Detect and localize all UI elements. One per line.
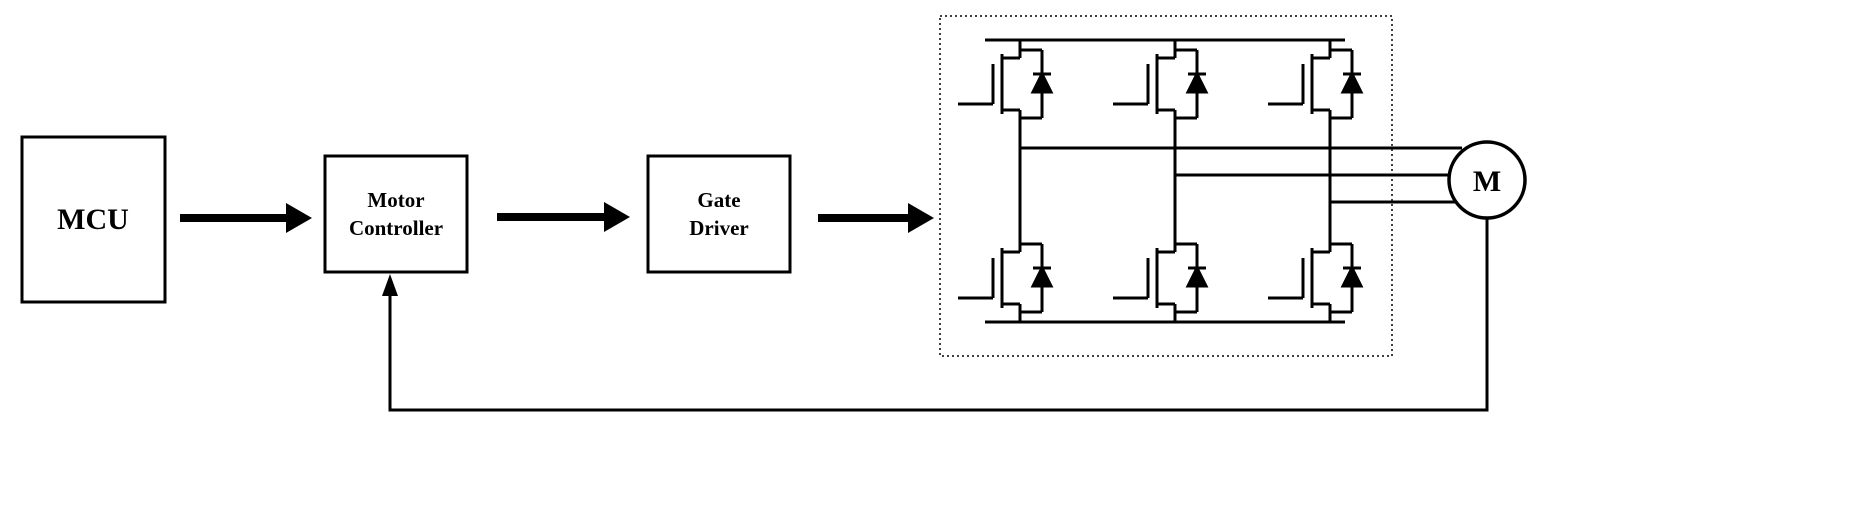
motor-controller-box <box>323 154 469 274</box>
motor-label: M <box>1473 165 1501 198</box>
mosfet-high-phase3-icon <box>1266 38 1363 130</box>
mcu-box <box>20 135 167 304</box>
mosfet-low-phase1-icon <box>956 232 1053 324</box>
mosfet-low-phase3-icon <box>1266 232 1363 324</box>
gate-driver-box <box>646 154 792 274</box>
mosfet-high-phase2-icon <box>1111 38 1208 130</box>
gate-driver-label-line2: Driver <box>689 216 748 240</box>
mosfet-low-phase2-icon <box>1111 232 1208 324</box>
feedback-arrow-motor-to-controller <box>382 218 1489 412</box>
arrow-controller-to-gatedriver <box>497 202 630 232</box>
arrow-mcu-to-controller <box>180 203 312 233</box>
motor-controller-label-line2: Controller <box>349 216 443 240</box>
motor-controller-label-line1: Motor <box>367 188 424 212</box>
inverter-enclosure <box>939 15 1393 357</box>
gate-driver-label-line1: Gate <box>697 188 740 212</box>
mcu-label: MCU <box>57 203 129 236</box>
mosfet-high-phase1-icon <box>956 38 1053 130</box>
arrow-gatedriver-to-inverter <box>818 203 934 233</box>
